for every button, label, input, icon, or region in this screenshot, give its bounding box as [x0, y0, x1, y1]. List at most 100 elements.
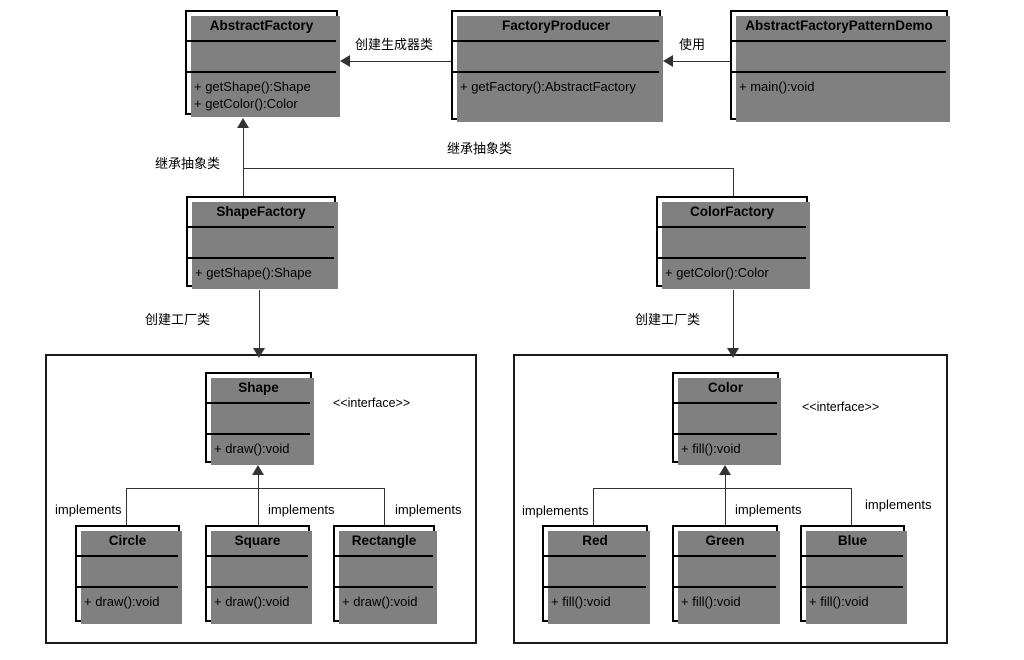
class-box-shape[interactable]: Shape + draw():void: [205, 372, 314, 465]
class-operations-color-factory: + getColor():Color: [658, 259, 806, 286]
connector-implements-color-bar: [593, 488, 851, 489]
edge-label-inherit-abstract-right: 继承抽象类: [447, 142, 513, 157]
operation-item: + main():void: [739, 78, 815, 94]
edge-label-implements-shape-2: implements: [268, 502, 335, 517]
class-attributes-circle: [77, 557, 178, 588]
connector-producer-to-abstractfactory: [350, 61, 451, 62]
class-box-color[interactable]: Color + fill():void: [672, 372, 781, 465]
class-box-shape-factory[interactable]: ShapeFactory + getShape():Shape: [186, 196, 338, 289]
class-name-blue: Blue: [802, 527, 903, 557]
class-operations-abstract-factory: + getShape():Shape + getColor():Color: [187, 73, 336, 117]
edge-label-implements-color-2: implements: [735, 502, 802, 517]
class-attributes-color: [674, 404, 777, 435]
class-operations-square: + draw():void: [207, 588, 308, 615]
edge-label-implements-shape-1: implements: [55, 502, 122, 517]
class-operations-color: + fill():void: [674, 435, 777, 462]
class-name-factory-producer: FactoryProducer: [453, 12, 659, 42]
class-attributes-shape: [207, 404, 310, 435]
edge-label-create-producer: 创建生成器类: [355, 38, 434, 53]
connector-shapefactory-to-shape: [259, 290, 260, 350]
operation-item: + getColor():Color: [665, 264, 769, 280]
class-box-abstract-factory[interactable]: AbstractFactory + getShape():Shape + get…: [185, 10, 340, 117]
arrowhead-implements-color: [719, 465, 731, 475]
class-attributes-rectangle: [335, 557, 433, 588]
class-name-color-factory: ColorFactory: [658, 198, 806, 228]
connector-implements-color-trunk: [725, 474, 726, 525]
class-attributes-green: [674, 557, 776, 588]
arrowhead-demo-to-producer: [663, 55, 673, 67]
arrowhead-inheritance-abstractfactory: [237, 118, 249, 128]
connector-implements-rectangle-drop: [384, 488, 385, 525]
operation-item: + draw():void: [214, 593, 290, 609]
operation-item: + fill():void: [681, 440, 741, 456]
class-operations-shape-factory: + getShape():Shape: [188, 259, 334, 286]
operation-item: + fill():void: [681, 593, 741, 609]
class-box-blue[interactable]: Blue + fill():void: [800, 525, 907, 624]
connector-colorfactory-to-color: [733, 290, 734, 350]
class-name-green: Green: [674, 527, 776, 557]
class-attributes-color-factory: [658, 228, 806, 259]
class-name-circle: Circle: [77, 527, 178, 557]
class-operations-green: + fill():void: [674, 588, 776, 615]
edge-label-create-factory-left: 创建工厂类: [145, 313, 211, 328]
operation-item: + getFactory():AbstractFactory: [460, 78, 636, 94]
class-attributes-red: [544, 557, 646, 588]
connector-implements-red-drop: [593, 488, 594, 525]
connector-demo-to-producer: [673, 61, 730, 62]
arrowhead-colorfactory-to-color: [727, 348, 739, 358]
edge-label-implements-shape-3: implements: [395, 502, 462, 517]
class-attributes-abstract-factory: [187, 42, 336, 73]
operation-item: + getShape():Shape: [195, 264, 312, 280]
edge-label-implements-color-3: implements: [865, 497, 932, 512]
operation-item: + fill():void: [809, 593, 869, 609]
connector-implements-circle-drop: [126, 488, 127, 525]
edge-label-implements-color-1: implements: [522, 503, 589, 518]
class-box-rectangle[interactable]: Rectangle + draw():void: [333, 525, 437, 624]
edge-label-uses: 使用: [679, 38, 706, 53]
class-operations-demo: + main():void: [732, 73, 946, 100]
operation-item: + getShape():Shape: [194, 78, 311, 94]
class-box-green[interactable]: Green + fill():void: [672, 525, 780, 624]
class-box-square[interactable]: Square + draw():void: [205, 525, 312, 624]
class-name-square: Square: [207, 527, 308, 557]
arrowhead-producer-to-abstractfactory: [340, 55, 350, 67]
class-attributes-shape-factory: [188, 228, 334, 259]
class-operations-blue: + fill():void: [802, 588, 903, 615]
class-operations-rectangle: + draw():void: [335, 588, 433, 615]
stereotype-label-color: <<interface>>: [802, 400, 880, 414]
operation-item: + fill():void: [551, 593, 611, 609]
class-name-rectangle: Rectangle: [335, 527, 433, 557]
class-name-shape: Shape: [207, 374, 310, 404]
class-box-red[interactable]: Red + fill():void: [542, 525, 650, 624]
connector-inheritance-colorfactory-drop: [733, 168, 734, 196]
class-attributes-square: [207, 557, 308, 588]
arrowhead-implements-shape: [252, 465, 264, 475]
class-operations-factory-producer: + getFactory():AbstractFactory: [453, 73, 659, 100]
edge-label-inherit-abstract-left: 继承抽象类: [155, 157, 221, 172]
connector-inheritance-trunk: [243, 128, 244, 196]
class-attributes-factory-producer: [453, 42, 659, 73]
class-name-color: Color: [674, 374, 777, 404]
class-name-shape-factory: ShapeFactory: [188, 198, 334, 228]
class-box-factory-producer[interactable]: FactoryProducer + getFactory():AbstractF…: [451, 10, 663, 122]
edge-label-create-factory-right: 创建工厂类: [635, 313, 701, 328]
class-name-abstract-factory: AbstractFactory: [187, 12, 336, 42]
class-attributes-demo: [732, 42, 946, 73]
class-box-demo[interactable]: AbstractFactoryPatternDemo + main():void: [730, 10, 950, 122]
class-box-color-factory[interactable]: ColorFactory + getColor():Color: [656, 196, 810, 289]
arrowhead-shapefactory-to-shape: [253, 348, 265, 358]
operation-item: + draw():void: [342, 593, 418, 609]
class-operations-red: + fill():void: [544, 588, 646, 615]
connector-implements-shape-bar: [126, 488, 384, 489]
class-attributes-blue: [802, 557, 903, 588]
class-operations-shape: + draw():void: [207, 435, 310, 462]
stereotype-label-shape: <<interface>>: [333, 396, 411, 410]
operation-item: + getColor():Color: [194, 95, 298, 111]
operation-item: + draw():void: [214, 440, 290, 456]
connector-implements-shape-trunk: [258, 474, 259, 525]
class-operations-circle: + draw():void: [77, 588, 178, 615]
connector-implements-blue-drop: [851, 488, 852, 525]
class-name-red: Red: [544, 527, 646, 557]
class-box-circle[interactable]: Circle + draw():void: [75, 525, 182, 624]
